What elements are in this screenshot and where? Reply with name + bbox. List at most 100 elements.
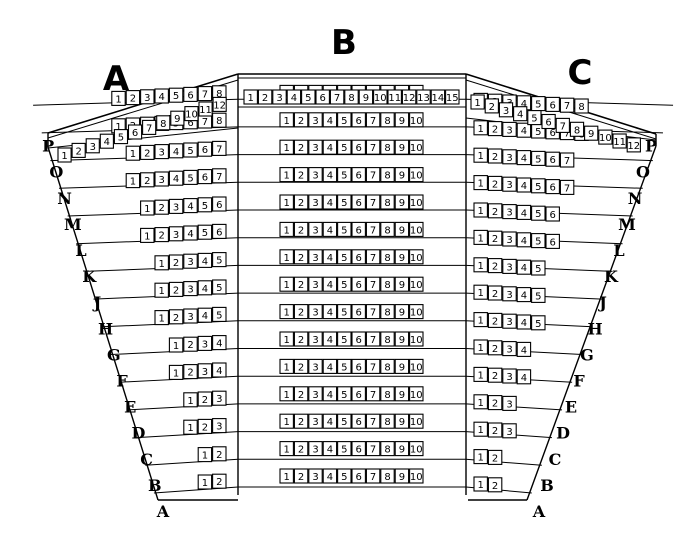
right-row-F-seat: [516, 341, 532, 357]
right-top-row-seat-number: 3: [503, 106, 509, 117]
center-row-K-seat: [279, 221, 294, 237]
right-row-D-seat-number: 1: [478, 398, 484, 409]
right-row-H-seat-number: 2: [492, 289, 498, 300]
center-row-B-seat: [409, 441, 424, 457]
left-row-M-seat-number: 3: [159, 175, 165, 186]
left-row-E-seat: [183, 364, 198, 380]
center-row-N-seat-number: 3: [312, 143, 318, 154]
row-label-right: P: [645, 137, 657, 156]
center-row-J-seat: [322, 249, 338, 265]
right-top-row-seat-number: 7: [560, 121, 566, 132]
left-row-J-seat-number: 2: [173, 258, 179, 269]
center-row-M-seat: [337, 167, 352, 183]
center-row-H-seat-number: 5: [341, 280, 347, 291]
left-row-M-seat-number: 5: [187, 173, 193, 184]
center-top-row-seat-number: 7: [334, 93, 340, 104]
right-row-G-seat: [531, 315, 546, 331]
center-row-A-seat: [293, 468, 309, 484]
right-row-O-seat-number: 6: [550, 128, 556, 139]
right-row-C-seat: [502, 423, 517, 439]
left-row-D-seat: [197, 391, 213, 407]
right-row-O-seat-number: 2: [492, 125, 498, 136]
left-row-M-seat-number: 4: [173, 174, 179, 185]
right-row-H-seat-number: 3: [506, 290, 512, 301]
center-row-L-seat: [293, 194, 309, 210]
left-row-O-seat-number: 8: [216, 116, 222, 127]
right-row-N-seat-number: 1: [478, 151, 484, 162]
center-row-A-seat: [322, 468, 338, 484]
center-top-row-seat-number: 13: [417, 93, 430, 104]
center-row-M-seat: [351, 167, 366, 183]
center-row-D-seat-number: 1: [284, 390, 290, 401]
center-top-row-seat: [344, 89, 359, 105]
right-top-row-seat-number: 8: [574, 125, 580, 136]
right-top-row-seat-number: 1: [474, 98, 480, 109]
right-top-row-seat-number: 9: [588, 129, 594, 140]
center-row-K-seat-number: 2: [298, 225, 304, 236]
right-row-G-seat-number: 3: [506, 317, 512, 328]
center-row-O-seat-number: 4: [327, 116, 333, 127]
center-row-B-seat-number: 7: [370, 445, 376, 456]
center-row-M-seat: [394, 167, 410, 183]
left-row-P-seat: [183, 86, 198, 102]
center-row-M-seat-number: 5: [341, 171, 347, 182]
center-row-E-seat-number: 3: [312, 362, 318, 373]
center-row-O-seat: [394, 112, 410, 128]
left-top-row-seat: [85, 138, 100, 154]
center-row-G-seat-number: 7: [370, 308, 376, 319]
left-row-M-seat: [197, 169, 213, 185]
left-top-row-seat: [57, 147, 72, 163]
right-row-K-seat: [502, 231, 517, 247]
left-row-P-seat-number: 2: [130, 94, 136, 105]
right-row-L-seat: [502, 204, 517, 220]
left-row-K-seat-number: 6: [216, 227, 222, 238]
center-row-D-seat: [308, 386, 323, 402]
left-row-B-seat-number: 1: [202, 451, 208, 462]
center-row-B-seat-number: 1: [284, 445, 290, 456]
center-row-A-seat: [308, 468, 323, 484]
center-row-L-seat-number: 10: [410, 198, 423, 209]
right-row-F-seat: [502, 341, 517, 357]
center-row-N-seat-number: 6: [356, 143, 362, 154]
center-row-L-seat-number: 4: [327, 198, 333, 209]
left-row-H-seat-number: 4: [202, 284, 208, 295]
left-row-L-seat: [140, 200, 155, 216]
right-row-L-seat-number: 3: [506, 208, 512, 219]
center-row-N-seat-number: 4: [327, 143, 333, 154]
center-row-G-seat-number: 3: [312, 308, 318, 319]
right-top-row-seat: [513, 106, 528, 122]
center-row-O-seat: [409, 112, 424, 128]
center-top-row-seat: [315, 89, 330, 105]
left-row-E-seat: [212, 362, 227, 378]
center-top-row-seat: [373, 89, 388, 105]
center-row-K-seat: [293, 221, 309, 237]
left-row-F-seat: [212, 335, 227, 351]
center-row-F-seat: [293, 331, 309, 347]
center-row-G-seat-number: 10: [410, 308, 423, 319]
right-outer-edge: [526, 145, 657, 501]
right-top-row-seat: [498, 102, 514, 118]
center-top-row-seat: [329, 89, 345, 105]
left-row-N-seat: [168, 143, 184, 159]
center-row-O-seat: [337, 112, 352, 128]
center-row-H-seat-number: 8: [384, 280, 390, 291]
left-row-K-seat: [212, 223, 227, 239]
left-row-P-seat-number: 6: [187, 90, 193, 101]
right-row-E-seat: [516, 369, 532, 385]
center-row-J-seat: [394, 249, 410, 265]
center-row-A-seat: [337, 468, 352, 484]
left-top-row-seat: [198, 101, 213, 117]
center-row-M-seat: [365, 167, 381, 183]
center-row-C-seat-number: 2: [298, 417, 304, 428]
center-row-J-seat-number: 10: [410, 253, 423, 264]
right-row-O-seat-number: 1: [478, 124, 484, 135]
left-row-D-seat-number: 1: [187, 396, 193, 407]
right-row-N-seat: [516, 150, 532, 166]
center-row-A-seat-number: 10: [410, 472, 423, 483]
center-row-K-seat: [394, 221, 410, 237]
center-row-M-seat-number: 2: [298, 171, 304, 182]
left-top-row-seat: [184, 106, 199, 122]
left-row-L-seat: [212, 196, 227, 212]
center-top-row-seat: [243, 89, 258, 105]
center-row-M-seat-number: 6: [356, 171, 362, 182]
